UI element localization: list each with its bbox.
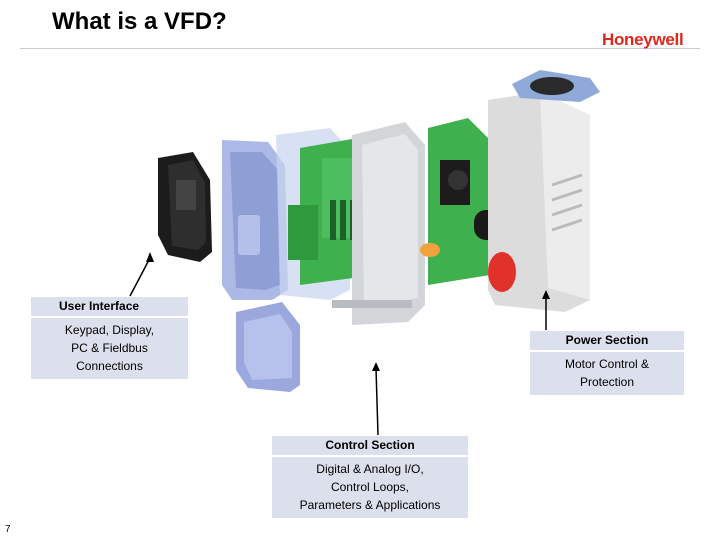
front-cover-part <box>222 140 300 392</box>
control-section-line: Digital & Analog I/O, <box>316 462 424 476</box>
page-number: 7 <box>5 524 11 535</box>
keypad-part <box>158 152 212 262</box>
power-section-line: Protection <box>579 375 635 389</box>
power-section-callout: Power Section Motor Control & Protection <box>530 331 684 395</box>
callout-arrows <box>129 252 550 436</box>
control-section-line: Parameters & Applications <box>299 498 441 512</box>
power-section-title: Power Section <box>530 331 684 352</box>
mounting-plate-part <box>332 122 425 325</box>
power-section-line: Motor Control & <box>564 357 650 371</box>
user-interface-line: Keypad, Display, <box>64 323 155 337</box>
slide-title: What is a VFD? <box>52 8 227 35</box>
honeywell-logo: Honeywell <box>602 30 684 49</box>
control-section-line: Control Loops, <box>330 480 410 494</box>
user-interface-callout: User Interface Keypad, Display, PC & Fie… <box>31 297 188 379</box>
user-interface-line: PC & Fieldbus <box>71 341 148 355</box>
control-section-title: Control Section <box>272 436 468 457</box>
user-interface-body: Keypad, Display, PC & Fieldbus Connectio… <box>31 318 188 379</box>
title-divider <box>20 48 700 49</box>
heatsink-housing-part <box>488 70 600 312</box>
control-section-body: Digital & Analog I/O, Control Loops, Par… <box>272 457 468 518</box>
user-interface-title: User Interface <box>31 297 188 318</box>
control-section-callout: Control Section Digital & Analog I/O, Co… <box>272 436 468 518</box>
power-section-body: Motor Control & Protection <box>530 352 684 395</box>
user-interface-line: Connections <box>76 359 143 373</box>
